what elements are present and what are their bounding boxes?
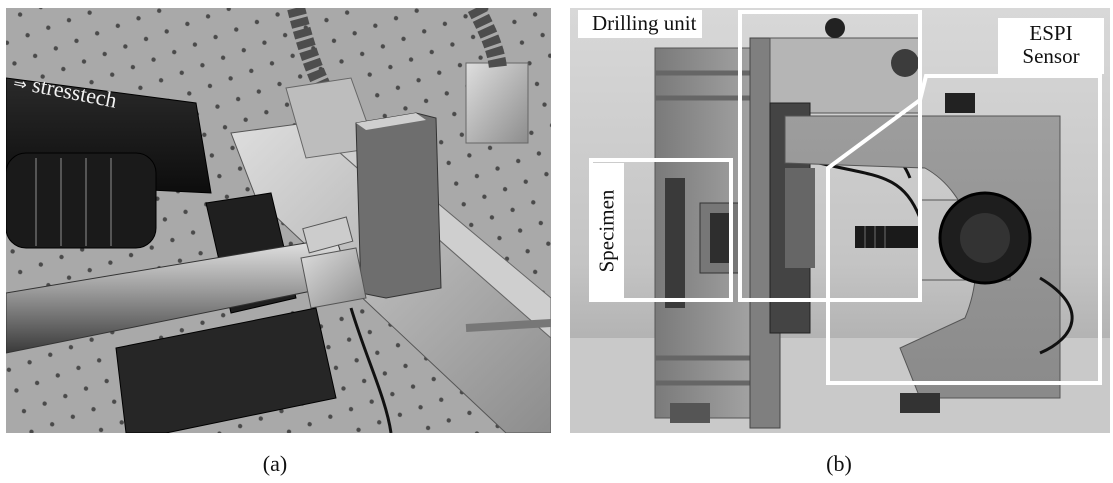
caption-b: (b) [826,451,852,476]
photo-b-image [570,8,1110,433]
photo-a-image [6,8,551,433]
label-drilling-unit: Drilling unit [578,10,703,39]
label-espi-line2: Sensor [1022,44,1080,69]
label-espi-sensor: ESPI Sensor [998,18,1104,75]
label-specimen: Specimen [590,163,624,298]
photo-panel-a: ⇒ stresstech [6,8,551,433]
photo-panel-b: Drilling unit ESPI Sensor Specimen [570,8,1110,433]
label-specimen-text: Specimen [594,189,619,272]
caption-a: (a) [262,451,288,476]
label-espi-line1: ESPI [1029,21,1073,45]
